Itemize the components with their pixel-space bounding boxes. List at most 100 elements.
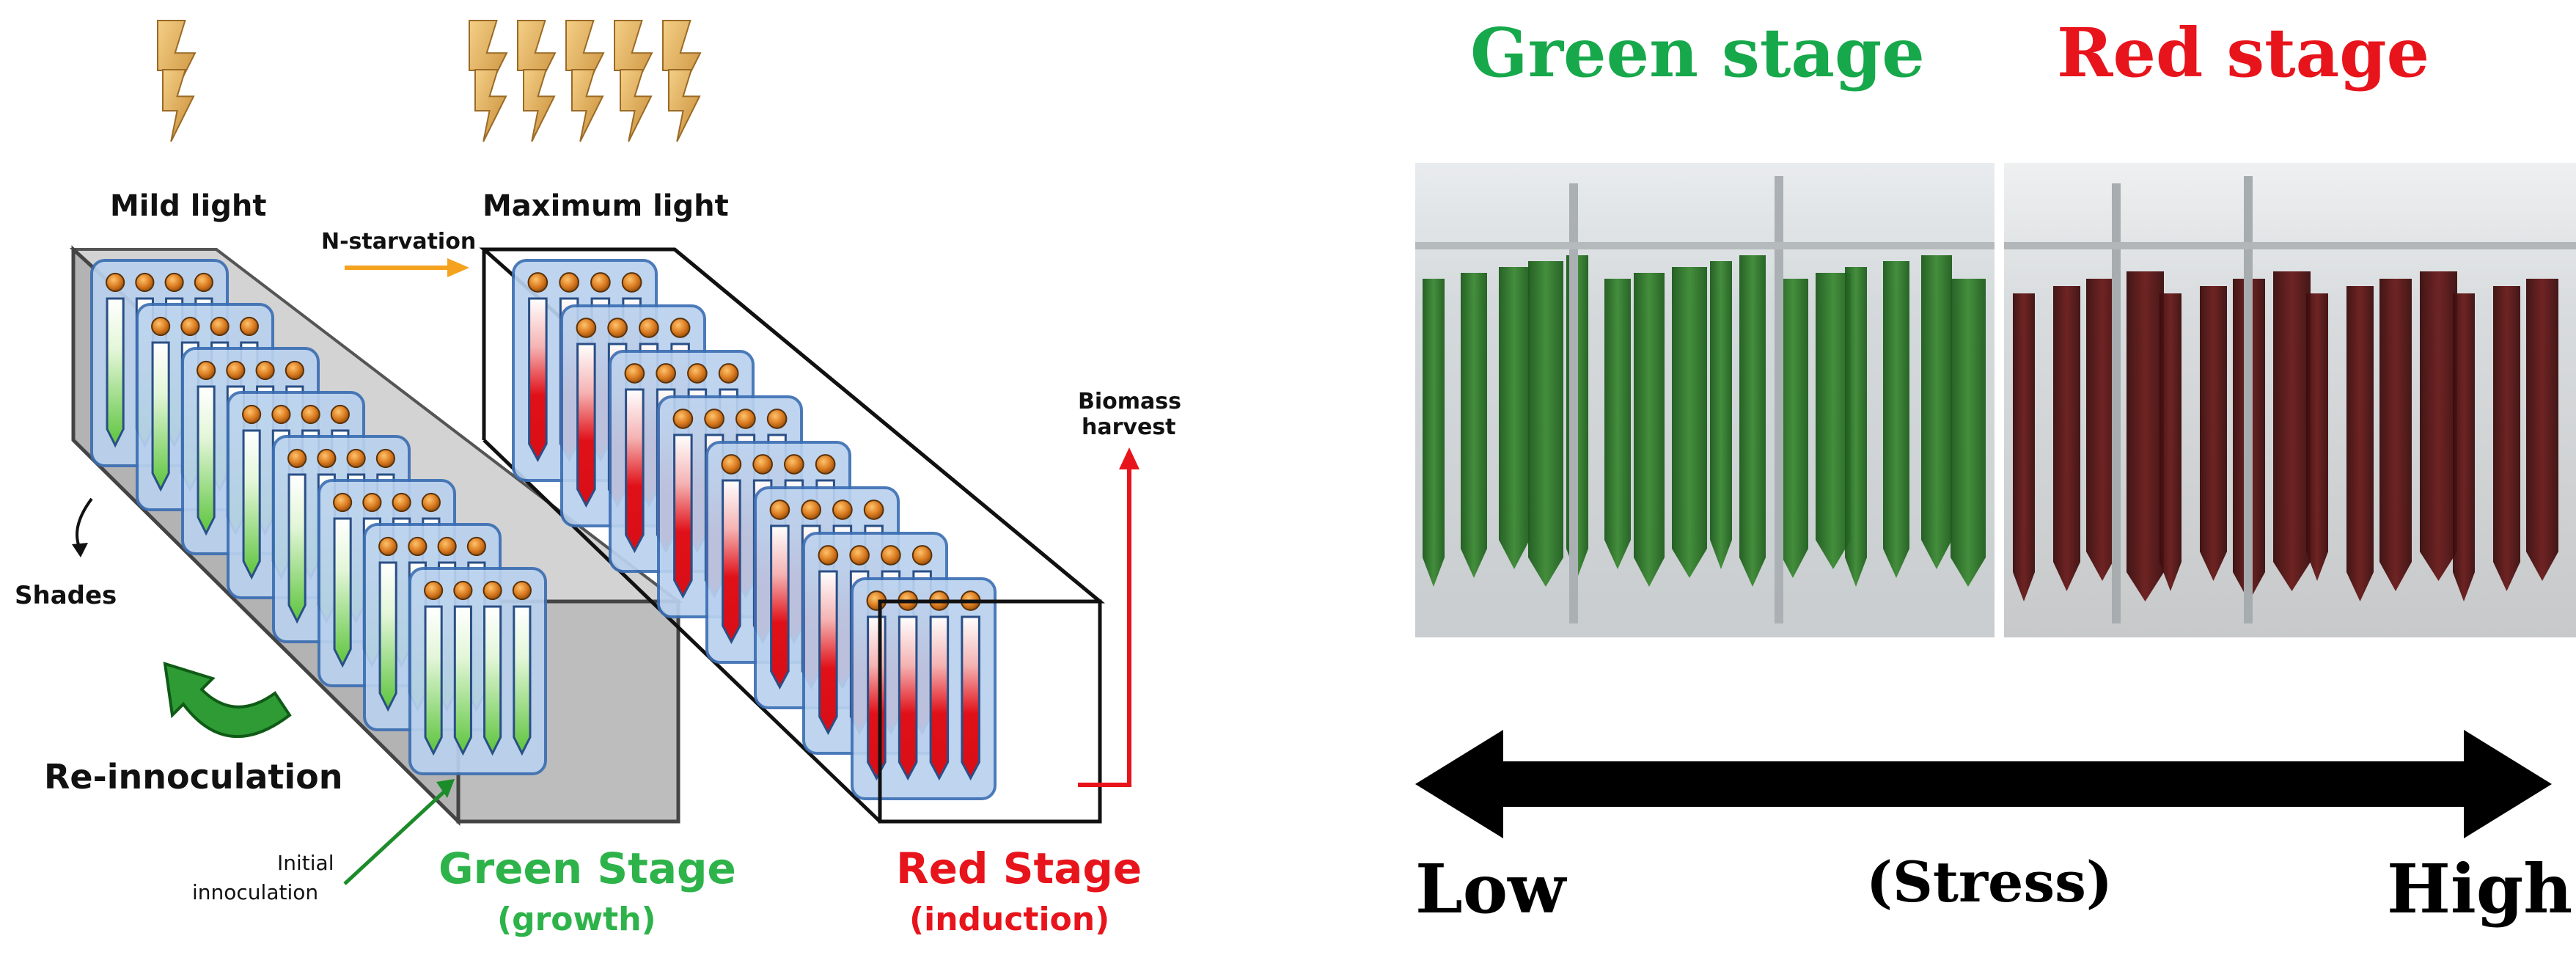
culture-bag-red xyxy=(2159,293,2181,591)
aeration-bead xyxy=(408,536,428,557)
aeration-bead xyxy=(135,272,155,293)
lightning-bolt-icons xyxy=(157,20,702,142)
stress-high-label: High xyxy=(2387,849,2573,929)
aeration-bead xyxy=(301,404,320,425)
photobioreactor-tube xyxy=(513,605,532,756)
photobioreactor-tube xyxy=(424,605,443,756)
photobioreactor-tube xyxy=(333,517,352,668)
red-stage-label: Red Stage xyxy=(896,844,1142,893)
n-starvation-label: N-starvation xyxy=(321,229,477,255)
photobioreactor-tube xyxy=(867,615,887,781)
aeration-bead xyxy=(333,492,353,513)
aeration-bead xyxy=(815,454,836,475)
culture-bag-red xyxy=(2493,286,2520,591)
aeration-bead xyxy=(194,272,213,293)
lightning-bolt-icon xyxy=(571,69,604,142)
red-modules xyxy=(512,259,997,800)
photobioreactor-tube xyxy=(453,605,472,756)
aeration-bead xyxy=(317,448,337,469)
aeration-bead xyxy=(210,316,230,337)
culture-bag-red xyxy=(2127,271,2164,601)
green-module xyxy=(408,567,547,775)
aeration-bead xyxy=(106,272,125,293)
aeration-bead xyxy=(656,363,676,384)
aeration-bead xyxy=(527,272,548,293)
culture-bag-red xyxy=(2420,271,2457,581)
photobioreactor-tube xyxy=(151,341,170,492)
aeration-bead xyxy=(197,360,216,381)
culture-bag-red xyxy=(2013,293,2035,601)
aeration-bead xyxy=(375,448,395,469)
photobioreactor-tube xyxy=(961,615,980,781)
aeration-bead xyxy=(346,448,366,469)
photobioreactor-tube xyxy=(898,615,918,781)
biomass-harvest-label-line1: Biomass xyxy=(1078,389,1181,414)
aeration-bead xyxy=(285,360,304,381)
photobioreactor-tube xyxy=(722,479,741,645)
aeration-bead xyxy=(639,318,659,338)
aeration-bead xyxy=(559,272,579,293)
aeration-bead xyxy=(226,360,246,381)
n-starvation-arrow-icon xyxy=(345,258,469,277)
green-stage-sublabel: (growth) xyxy=(497,901,656,938)
culture-bag-red xyxy=(2453,293,2475,601)
photobioreactor-tube xyxy=(378,561,397,712)
culture-bag-green xyxy=(1951,279,1986,587)
culture-bag-green xyxy=(1461,273,1487,578)
aeration-bead xyxy=(863,500,884,520)
biomass-harvest-label-line2: harvest xyxy=(1082,414,1176,440)
aeration-bead xyxy=(255,360,275,381)
aeration-bead xyxy=(424,580,444,601)
biomass-harvest-arrow-icon xyxy=(1078,447,1140,787)
culture-bag-green xyxy=(1777,279,1808,578)
photobioreactor-tube xyxy=(818,570,838,736)
aeration-bead xyxy=(672,409,694,429)
photobioreactor-tube xyxy=(576,343,596,508)
aeration-bead xyxy=(271,404,291,425)
aeration-bead xyxy=(151,316,171,337)
photo-red-stage xyxy=(2004,163,2576,637)
green-stage-title: Green stage xyxy=(1470,13,1925,92)
aeration-bead xyxy=(669,318,691,338)
green-modules xyxy=(90,259,547,775)
culture-bag-red xyxy=(2086,279,2118,581)
stress-double-arrow-icon xyxy=(1415,730,2552,838)
initial-innoculation-arrow-icon xyxy=(343,779,455,885)
culture-bag-red xyxy=(2346,286,2374,601)
red-stage-front-frame xyxy=(673,248,1102,824)
aeration-bead xyxy=(735,409,756,429)
photobioreactor-tube xyxy=(929,615,950,781)
photobioreactor-tube xyxy=(528,297,548,463)
photo-green-stage xyxy=(1415,163,1995,637)
aeration-bead xyxy=(621,272,642,293)
aeration-bead xyxy=(832,500,853,520)
aeration-bead xyxy=(392,492,411,513)
aeration-bead xyxy=(801,500,821,520)
aeration-bead xyxy=(164,272,184,293)
aeration-bead xyxy=(482,580,502,601)
aeration-bead xyxy=(624,363,645,384)
aeration-bead xyxy=(576,318,597,338)
aeration-bead xyxy=(849,545,870,566)
aeration-bead xyxy=(769,500,790,520)
aeration-bead xyxy=(590,272,611,293)
lightning-bolt-icon xyxy=(162,69,195,142)
re-innoculation-label: Re-innoculation xyxy=(44,757,343,797)
aeration-bead xyxy=(784,454,804,475)
aeration-bead xyxy=(687,363,708,384)
aeration-bead xyxy=(766,409,788,429)
initial-innoculation-label-line2: innoculation xyxy=(192,880,319,904)
lightning-bolt-icon xyxy=(668,69,701,142)
stress-low-label: Low xyxy=(1415,849,1566,929)
culture-bag-green xyxy=(1921,255,1952,569)
culture-bag-red xyxy=(2273,271,2311,591)
culture-bag-red xyxy=(2053,286,2080,591)
aeration-bead xyxy=(607,318,628,338)
aeration-bead xyxy=(437,536,457,557)
aeration-bead xyxy=(378,536,398,557)
aeration-bead xyxy=(721,454,742,475)
aeration-bead xyxy=(242,404,262,425)
curved-arrow-icon xyxy=(163,662,292,739)
culture-bag-red xyxy=(2306,293,2328,581)
